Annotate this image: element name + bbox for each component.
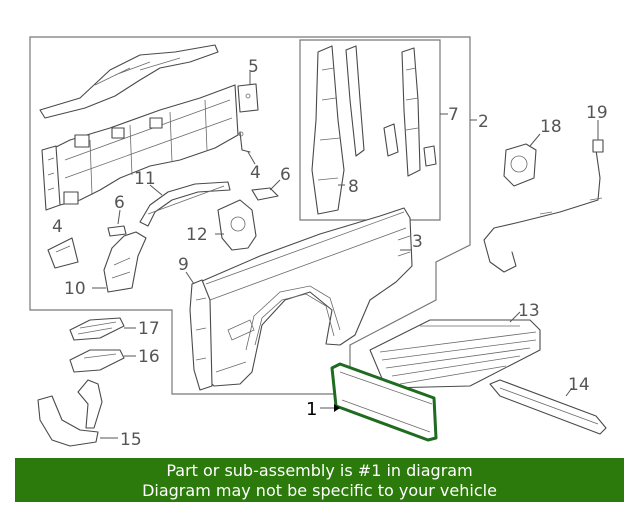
callout-17[interactable]: 17	[138, 319, 160, 339]
callout-18[interactable]: 18	[540, 117, 562, 137]
callout-1-arrow	[334, 404, 340, 412]
inner-panel-box	[299, 39, 441, 221]
bracket-5	[237, 72, 259, 113]
callout-10[interactable]: 10	[64, 279, 86, 299]
rear-bracket-10	[92, 231, 147, 293]
bracket-4a	[63, 191, 79, 205]
callout-4a[interactable]: 4	[52, 217, 63, 237]
callout-8[interactable]: 8	[348, 177, 359, 197]
step-pad-17	[69, 317, 136, 341]
box-side-panel	[199, 207, 413, 387]
support-bracket-15	[37, 379, 118, 447]
callout-9[interactable]: 9	[178, 255, 189, 275]
disclaimer-banner: Part or sub-assembly is #1 in diagram Di…	[15, 458, 624, 502]
callout-15[interactable]: 15	[120, 430, 142, 450]
callout-19[interactable]: 19	[586, 103, 608, 123]
callout-13[interactable]: 13	[518, 301, 540, 321]
wheelhouse-bracket-12	[215, 199, 257, 251]
callout-5[interactable]: 5	[248, 57, 259, 77]
front-panel-assembly	[39, 44, 239, 211]
bracket-4c	[47, 237, 79, 269]
callout-3[interactable]: 3	[412, 232, 423, 252]
callout-2[interactable]: 2	[478, 112, 489, 132]
bracket-4b	[238, 131, 256, 165]
callout-11[interactable]: 11	[134, 169, 156, 189]
banner-line-2: Diagram may not be specific to your vehi…	[142, 481, 497, 500]
bed-floor	[369, 311, 541, 389]
wiring-harness	[483, 120, 604, 273]
inner-panels	[311, 45, 437, 215]
callout-12[interactable]: 12	[186, 225, 208, 245]
rear-crossmember	[489, 379, 607, 435]
callout-14[interactable]: 14	[568, 375, 590, 395]
bracket-6a	[251, 179, 281, 201]
banner-line-1: Part or sub-assembly is #1 in diagram	[166, 461, 473, 480]
callout-1[interactable]: 1	[306, 399, 317, 420]
wheelhouse-liner	[139, 181, 231, 227]
callout-6a[interactable]: 6	[280, 165, 291, 185]
assembly-outline	[29, 36, 471, 395]
callout-7[interactable]: 7	[448, 105, 459, 125]
callout-4b[interactable]: 4	[250, 163, 261, 183]
step-pad-16	[69, 349, 136, 373]
callout-16[interactable]: 16	[138, 347, 160, 367]
callout-6b[interactable]: 6	[114, 193, 125, 213]
rear-pillar	[185, 271, 213, 391]
bracket-6b	[107, 209, 127, 237]
